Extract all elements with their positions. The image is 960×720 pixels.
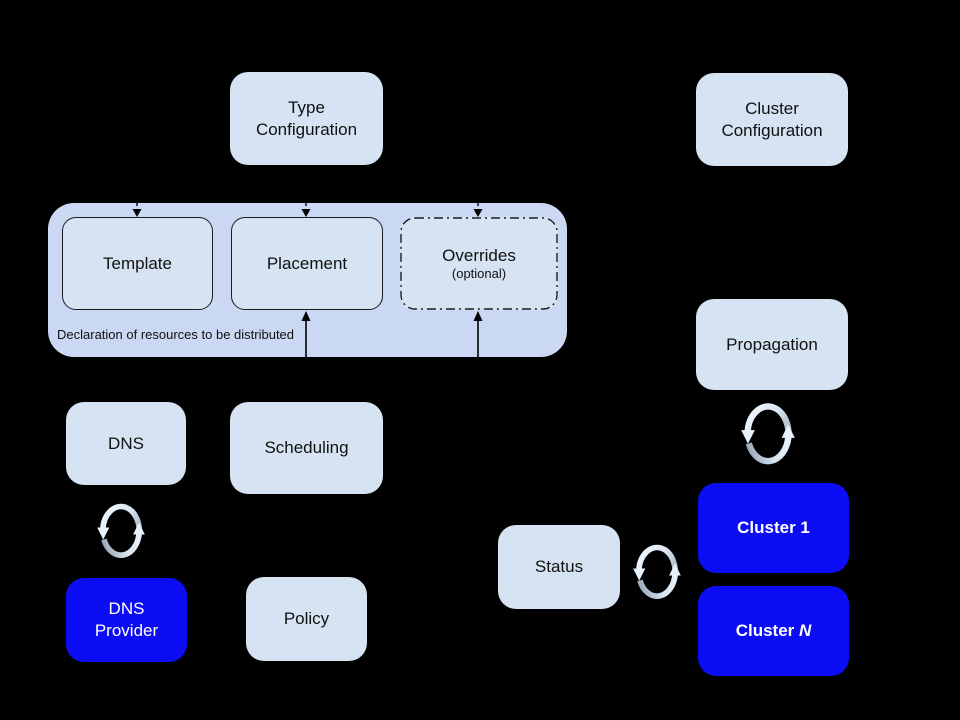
- node-type-configuration: Type Configuration: [230, 72, 383, 165]
- status-cluster-sync-icon: [633, 544, 681, 599]
- node-label-group: Overrides (optional): [442, 246, 516, 282]
- node-dns: DNS: [66, 402, 186, 485]
- node-label: Template: [103, 253, 172, 273]
- node-label: Scheduling: [264, 438, 349, 457]
- propagation-cluster-sync-icon: [741, 403, 795, 465]
- node-scheduling: Scheduling: [230, 402, 383, 494]
- node-label: Cluster N: [735, 621, 812, 640]
- node-label: Placement: [266, 253, 348, 273]
- node-label: Propagation: [726, 334, 818, 354]
- node-cluster-n: Cluster N: [698, 586, 849, 676]
- node-label: Type Configuration: [255, 97, 358, 139]
- node-label: Overrides: [442, 245, 516, 265]
- node-policy: Policy: [246, 577, 367, 661]
- node-label: Cluster 1: [737, 518, 810, 537]
- node-status: Status: [498, 525, 620, 609]
- node-cluster-1: Cluster 1: [698, 483, 849, 573]
- node-placement: Placement: [231, 217, 383, 310]
- dns-provider-sync-icon: [97, 503, 145, 558]
- node-dns-provider: DNS Provider: [66, 578, 187, 662]
- node-cluster-configuration: Cluster Configuration: [696, 73, 848, 166]
- node-label: DNS Provider: [94, 599, 159, 640]
- node-propagation: Propagation: [696, 299, 848, 390]
- node-template: Template: [62, 217, 213, 310]
- node-label: Policy: [283, 609, 330, 628]
- node-label: Cluster Configuration: [721, 98, 823, 140]
- node-overrides: Overrides (optional): [400, 217, 558, 310]
- node-label: DNS: [108, 433, 144, 453]
- node-sublabel: (optional): [451, 265, 507, 281]
- node-label: Status: [534, 557, 584, 576]
- resource-declaration-caption: Declaration of resources to be distribut…: [57, 327, 295, 342]
